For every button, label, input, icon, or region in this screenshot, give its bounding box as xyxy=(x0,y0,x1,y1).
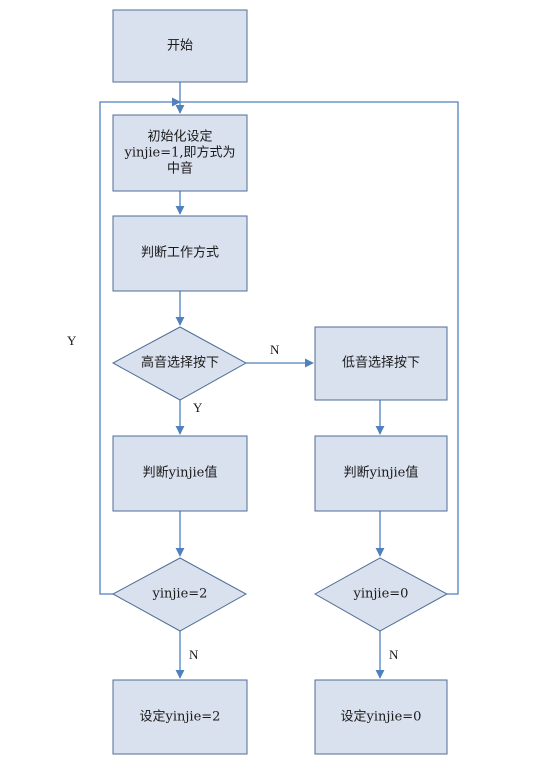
low-pressed-line-1: 低音选择按下 xyxy=(342,355,420,371)
cond-left-no-label: N xyxy=(189,647,199,662)
judge-left-label: 判断yinjie值 xyxy=(143,465,218,481)
start-label: 开始 xyxy=(167,39,193,54)
low-pressed-box xyxy=(314,326,448,401)
cond-right-no-label: N xyxy=(389,647,399,662)
start-line-1: 开始 xyxy=(167,39,193,54)
judge-right-box xyxy=(314,435,448,512)
judge-left-box xyxy=(112,435,248,512)
judge-mode-line-1: 判断工作方式 xyxy=(141,245,219,261)
set-right-line-1: 设定yinjie=0 xyxy=(341,710,422,725)
init-line-2: yinjie=1,即方式为 xyxy=(123,145,235,161)
init-box xyxy=(112,114,248,192)
cond-right-decision xyxy=(313,557,449,632)
start-box xyxy=(112,9,248,83)
high-pressed-line-1: 高音选择按下 xyxy=(141,355,219,371)
set-left-box xyxy=(112,679,248,755)
judge-right-line-1: 判断yinjie值 xyxy=(344,465,419,481)
init-line-1: 初始化设定 xyxy=(147,130,212,145)
judge-mode-box xyxy=(112,215,248,292)
cond-left-decision xyxy=(111,557,248,632)
init-line-3: 中音 xyxy=(167,161,193,177)
high-yes-label: Y xyxy=(193,400,203,415)
set-right-label: 设定yinjie=0 xyxy=(341,710,422,725)
high-pressed-decision xyxy=(111,326,248,401)
judge-right-label: 判断yinjie值 xyxy=(344,465,419,481)
high-pressed-label: 高音选择按下 xyxy=(141,355,219,371)
judge-mode-label: 判断工作方式 xyxy=(141,245,219,261)
set-left-label: 设定yinjie=2 xyxy=(140,710,221,725)
low-pressed-label: 低音选择按下 xyxy=(342,355,420,371)
edge-condleft-loop xyxy=(99,97,181,595)
cond-right-label: yinjie=0 xyxy=(353,587,409,602)
cond-left-yes-label: Y xyxy=(67,333,77,348)
connectors xyxy=(99,82,459,679)
cond-right-line-1: yinjie=0 xyxy=(353,587,409,602)
high-no-label: N xyxy=(270,342,280,357)
set-right-box xyxy=(314,679,448,755)
set-left-line-1: 设定yinjie=2 xyxy=(140,710,221,725)
edge-condright-loop xyxy=(180,101,459,595)
cond-left-line-1: yinjie=2 xyxy=(152,587,208,602)
cond-left-label: yinjie=2 xyxy=(152,587,208,602)
judge-left-line-1: 判断yinjie值 xyxy=(143,465,218,481)
